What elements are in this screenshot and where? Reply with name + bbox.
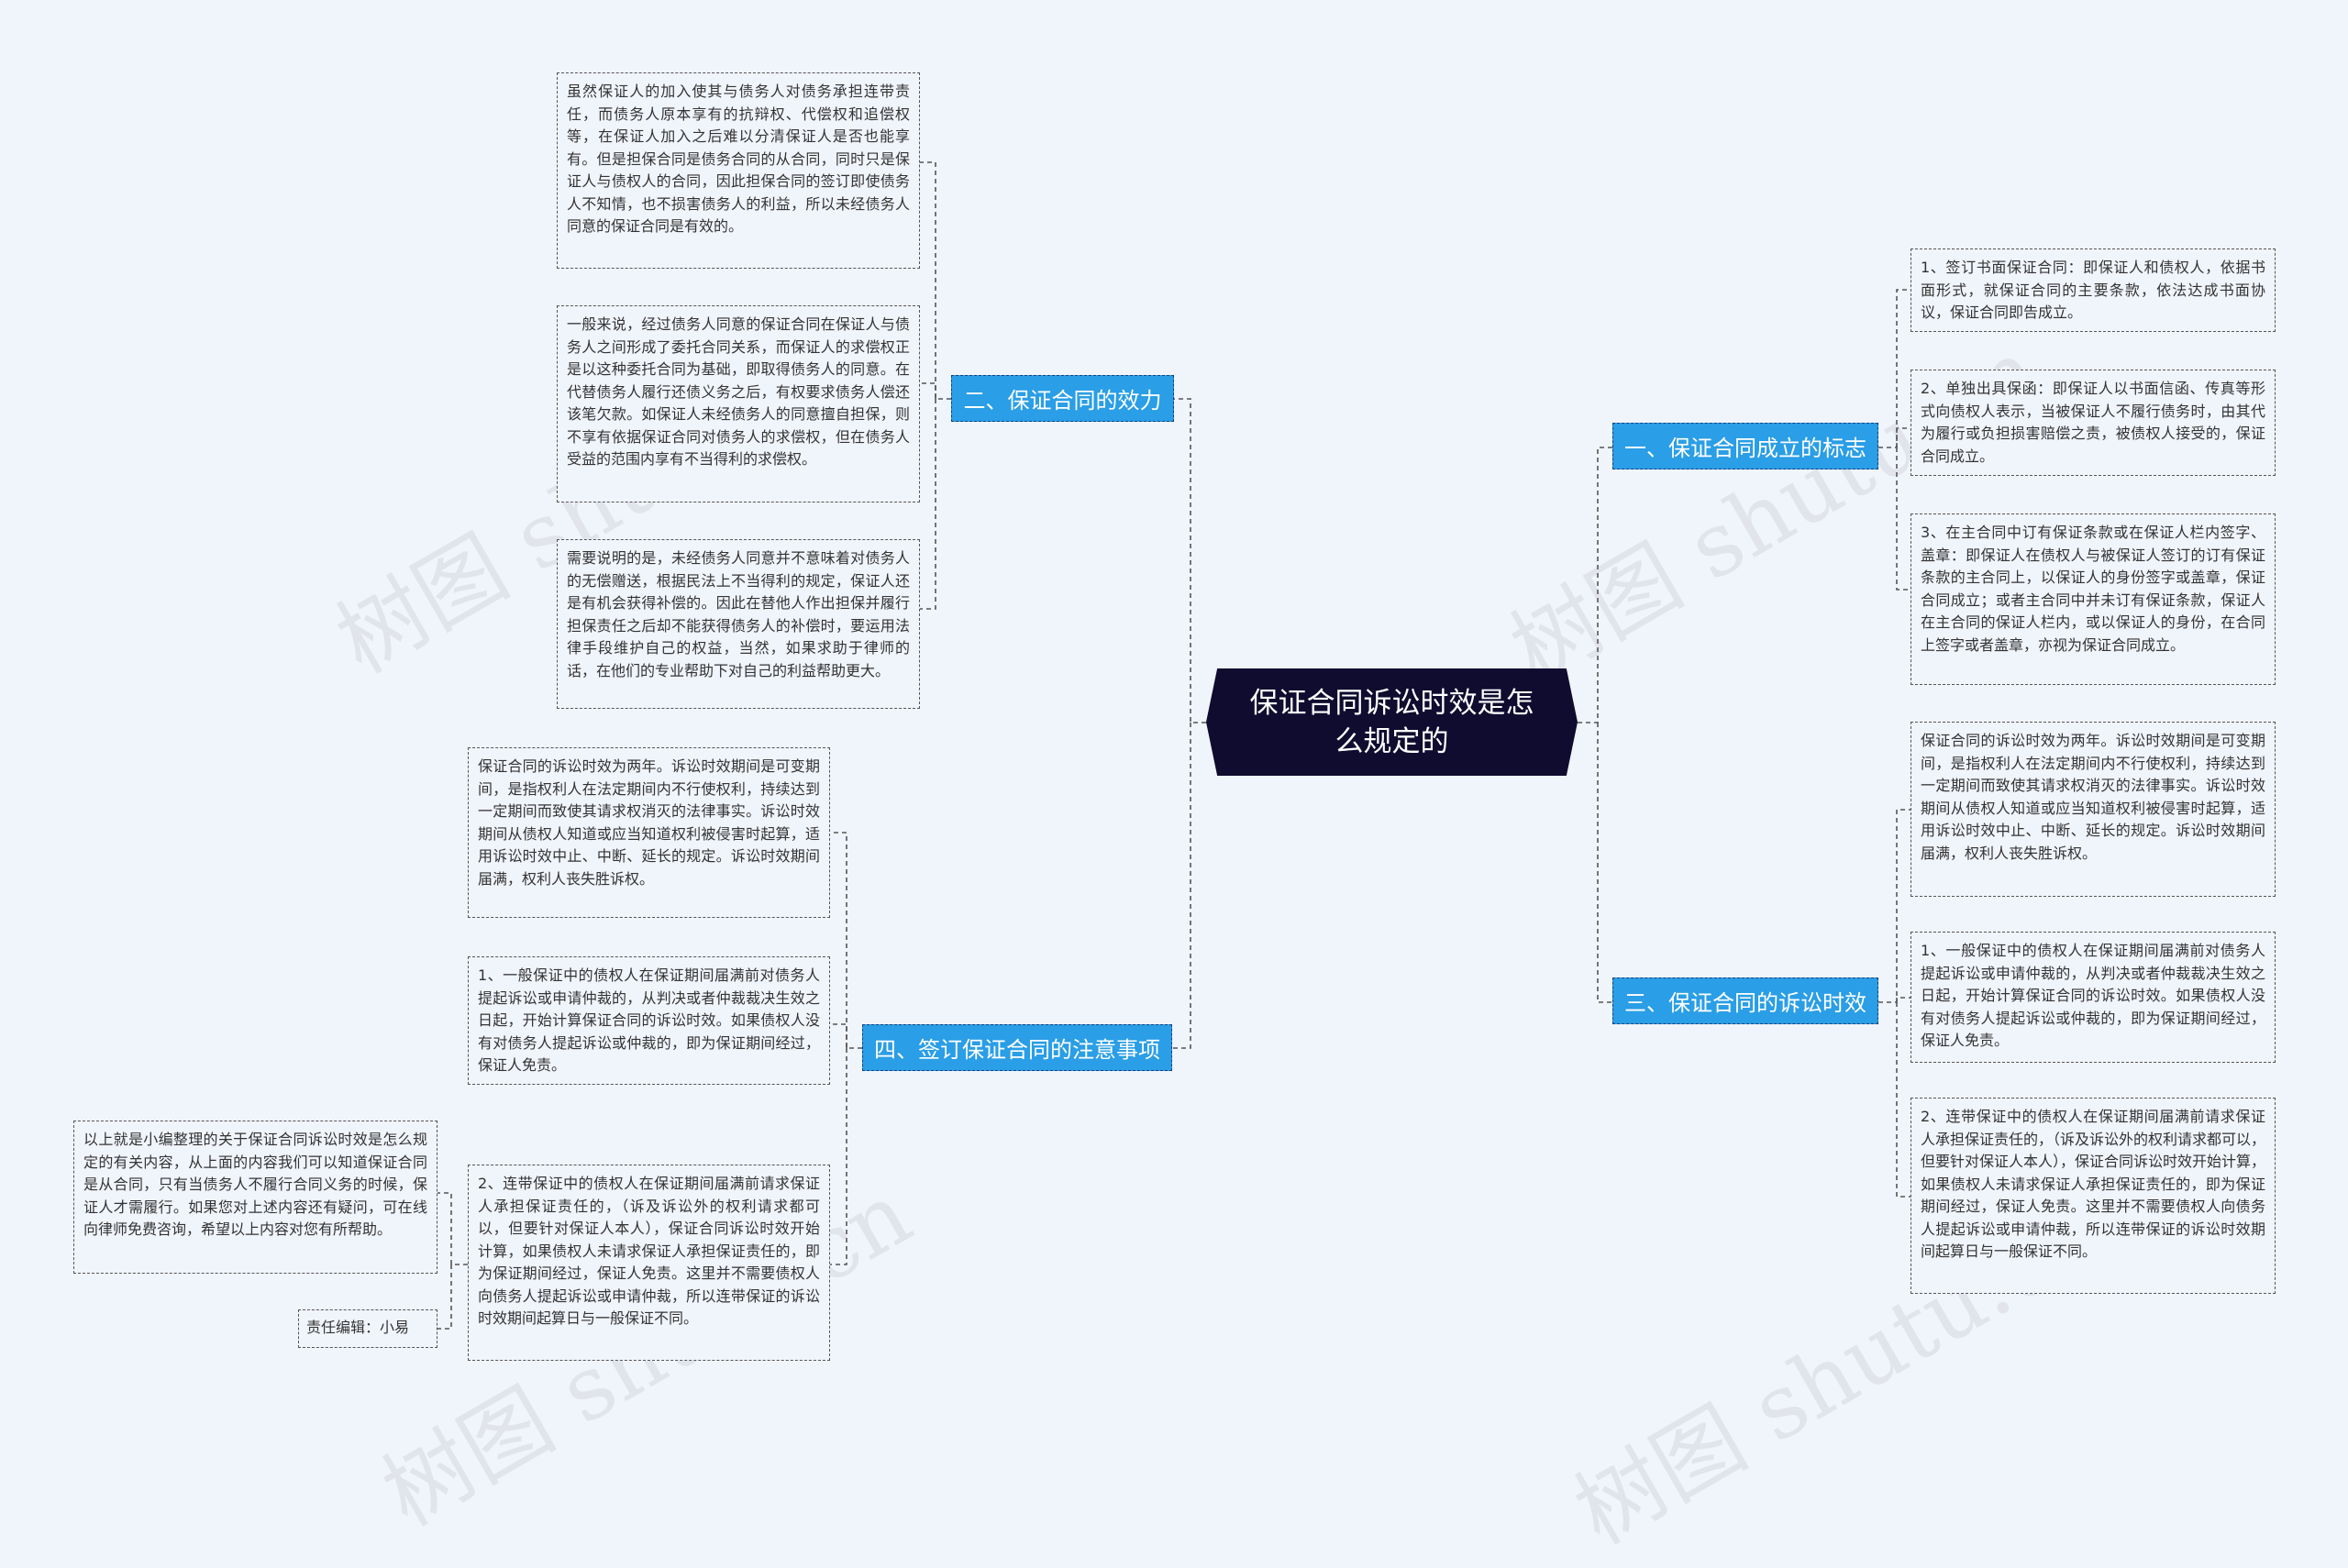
branch-signing-notes[interactable]: 四、签订保证合同的注意事项 [862, 1024, 1172, 1071]
branch-limitation-period[interactable]: 三、保证合同的诉讼时效 [1612, 977, 1878, 1024]
leaf-two-year-period-copy[interactable]: 保证合同的诉讼时效为两年。诉讼时效期间是可变期间，是指权利人在法定期间内不行使权… [468, 747, 830, 918]
leaf-unjust-enrichment[interactable]: 需要说明的是，未经债务人同意并不意味着对债务人的无偿赠送，根据民法上不当得利的规… [557, 539, 920, 709]
leaf-joint-guarantee-copy[interactable]: 2、连带保证中的债权人在保证期间届满前请求保证人承担保证责任的，（诉及诉讼外的权… [468, 1165, 830, 1361]
branch-formation-signs[interactable]: 一、保证合同成立的标志 [1612, 423, 1878, 469]
leaf-editor-credit[interactable]: 责任编辑：小易 [298, 1309, 437, 1348]
leaf-general-guarantee[interactable]: 1、一般保证中的债权人在保证期间届满前对债务人提起诉讼或申请仲裁的，从判决或者仲… [1911, 932, 2276, 1063]
leaf-summary-note[interactable]: 以上就是小编整理的关于保证合同诉讼时效是怎么规定的有关内容，从上面的内容我们可以… [73, 1121, 437, 1274]
connector-lines [437, 161, 1911, 1330]
leaf-two-year-period[interactable]: 保证合同的诉讼时效为两年。诉讼时效期间是可变期间，是指权利人在法定期间内不行使权… [1911, 722, 2276, 897]
root-topic[interactable]: 保证合同诉讼时效是怎么规定的 [1206, 668, 1578, 776]
branch-contract-validity[interactable]: 二、保证合同的效力 [951, 375, 1174, 422]
leaf-validity-without-consent[interactable]: 虽然保证人的加入使其与债务人对债务承担连带责任，而债务人原本享有的抗辩权、代偿权… [557, 72, 920, 269]
leaf-joint-guarantee[interactable]: 2、连带保证中的债权人在保证期间届满前请求保证人承担保证责任的，（诉及诉讼外的权… [1911, 1098, 2276, 1294]
leaf-general-guarantee-copy[interactable]: 1、一般保证中的债权人在保证期间届满前对债务人提起诉讼或申请仲裁的，从判决或者仲… [468, 956, 830, 1085]
leaf-guarantee-letter[interactable]: 2、单独出具保函：即保证人以书面信函、传真等形式向债权人表示，当被保证人不履行债… [1911, 370, 2276, 476]
leaf-guarantee-clause[interactable]: 3、在主合同中订有保证条款或在保证人栏内签字、盖章：即保证人在债权人与被保证人签… [1911, 513, 2276, 685]
leaf-entrustment-relation[interactable]: 一般来说，经过债务人同意的保证合同在保证人与债务人之间形成了委托合同关系，而保证… [557, 305, 920, 502]
leaf-written-contract[interactable]: 1、签订书面保证合同：即保证人和债权人，依据书面形式，就保证合同的主要条款，依法… [1911, 248, 2276, 332]
